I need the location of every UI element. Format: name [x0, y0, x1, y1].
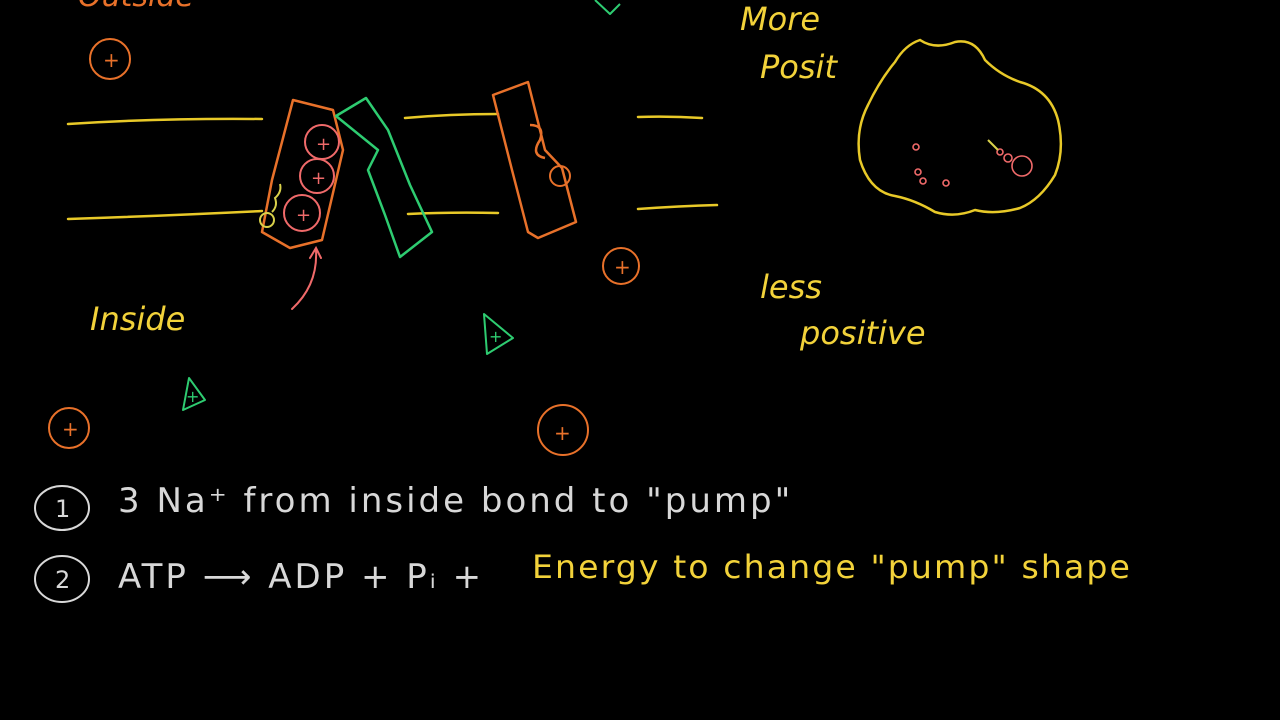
less-positive-label-line2: positive: [799, 314, 926, 352]
sodium-symbol: +: [296, 205, 311, 226]
step-text: 3 Na⁺ from inside bond to "pump": [118, 481, 793, 521]
step-2: 2 ATP ⟶ ADP + Pᵢ + Energy to change "pum…: [34, 548, 1132, 603]
sodium-symbol: +: [554, 421, 571, 445]
step-text: ATP ⟶ ADP + Pᵢ +: [118, 557, 484, 597]
step-number: 1: [55, 495, 70, 523]
more-positive-label-line2: Posit: [760, 48, 838, 86]
sodium-symbol: +: [62, 417, 79, 441]
step-number-circle: [34, 485, 90, 531]
pump-left-subunit: [260, 98, 345, 250]
cell-outline: [857, 38, 1063, 216]
pump-open-outward: [491, 80, 578, 240]
atp-attached: [259, 183, 282, 228]
sodium-symbol: +: [614, 255, 631, 279]
free-sodium-ions: [48, 38, 640, 456]
pump-right-subunit: [334, 96, 434, 259]
sodium-symbol: +: [311, 168, 326, 189]
inside-label: Inside: [90, 300, 185, 338]
step-number-circle: [34, 555, 90, 603]
outside-label: Outside: [78, 0, 194, 14]
cell-atp: [987, 139, 999, 151]
potassium-symbol: +: [186, 387, 199, 406]
step-highlight-text: Energy to change "pump" shape: [532, 548, 1132, 586]
sodium-symbol: +: [103, 48, 120, 72]
entry-arrow: [291, 245, 322, 310]
released-sodium: [549, 165, 571, 187]
potassium-ions: [182, 0, 621, 411]
cell-contents: [912, 143, 1033, 187]
step-1: 1 3 Na⁺ from inside bond to "pump": [34, 481, 793, 531]
less-positive-label-line1: less: [760, 268, 822, 306]
bound-sodium-ions: [283, 124, 340, 232]
cell-membrane: [66, 112, 719, 221]
sodium-symbol: +: [316, 134, 331, 155]
step-number: 2: [55, 566, 70, 594]
more-positive-label-line1: More: [740, 0, 820, 38]
potassium-symbol: +: [489, 327, 502, 346]
